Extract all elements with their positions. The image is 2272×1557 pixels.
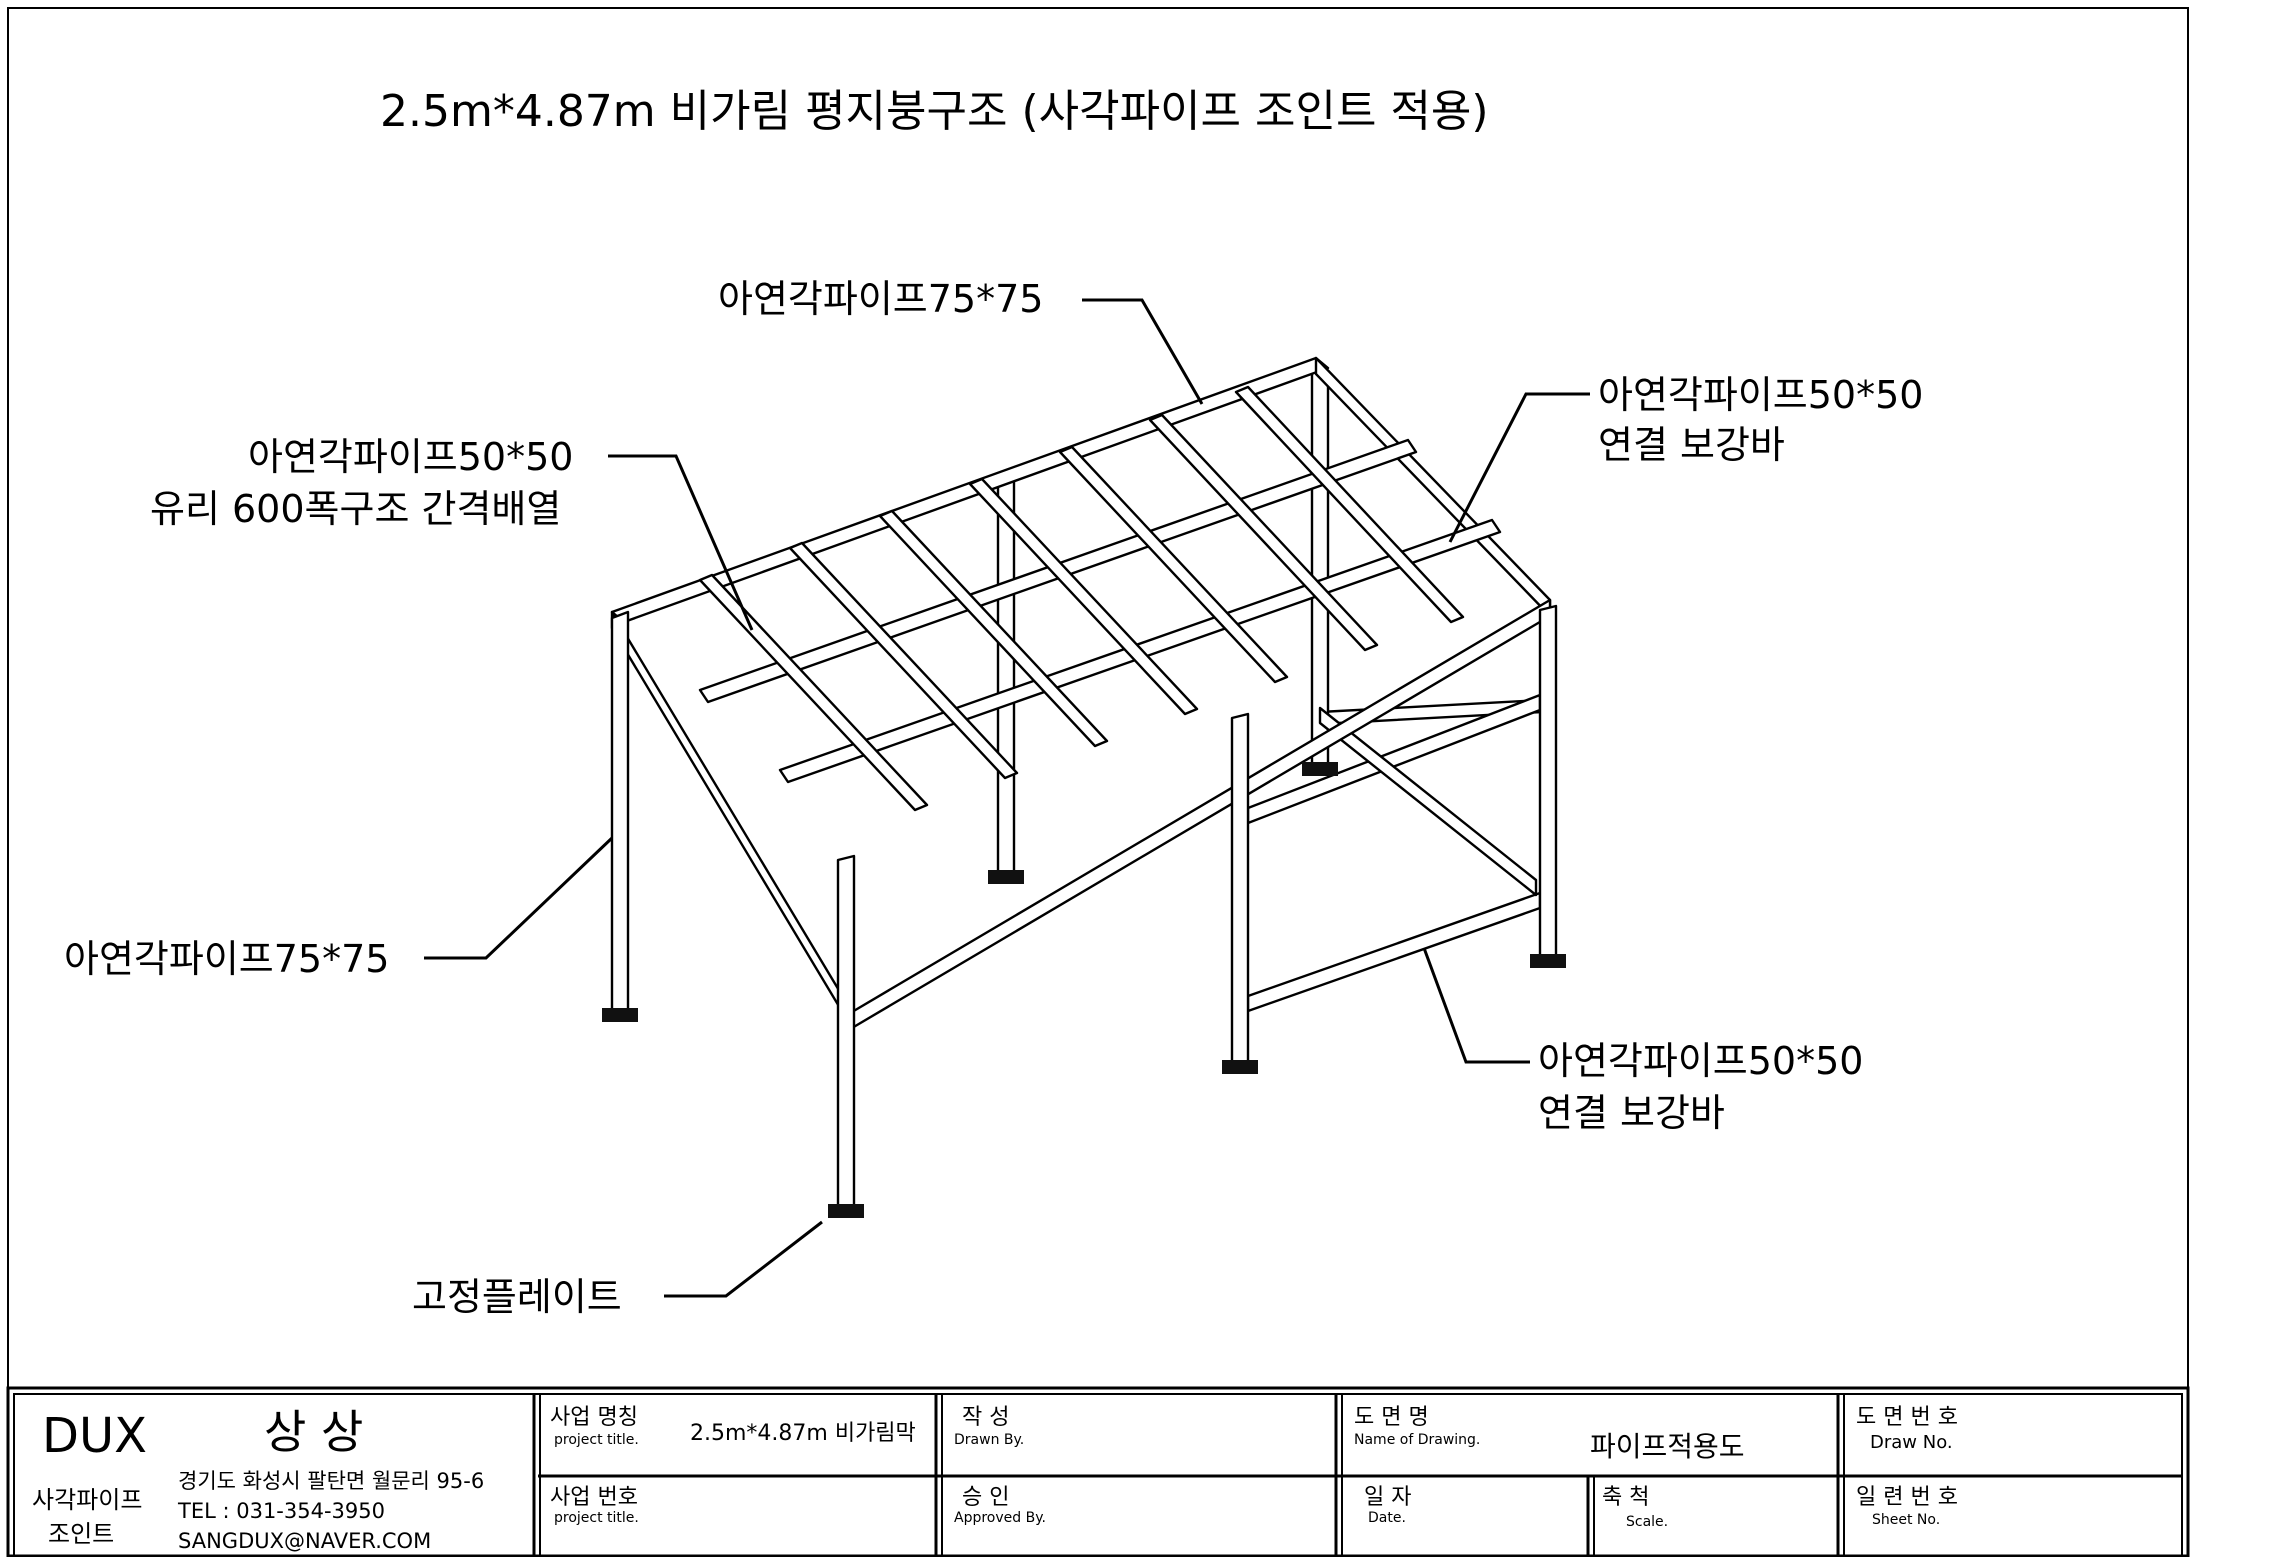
title-block: DUX 상 상 사각파이프 조인트 경기도 화성시 팔탄면 월문리 95-6 T… <box>6 1386 2190 1557</box>
roof-purlin-5 <box>1058 445 1289 684</box>
company-tel: TEL : 031-354-3950 <box>177 1499 385 1523</box>
leader-roof-purlin <box>608 454 754 631</box>
approved-label-en: Approved By. <box>954 1510 1046 1526</box>
callout-right-brace-line2: 연결 보강바 <box>1598 423 1785 467</box>
project-title-label-en: project title. <box>554 1432 639 1448</box>
roof-purlin-7 <box>1234 385 1465 624</box>
callout-right-brace-line1: 아연각파이프50*50 <box>1598 373 1923 417</box>
product-line1: 사각파이프 <box>32 1486 142 1514</box>
callout-top-beam: 아연각파이프75*75 <box>718 277 1043 321</box>
draw-no-label: 도 면 번 호 <box>1856 1405 1958 1430</box>
drawing-name-label-en: Name of Drawing. <box>1354 1432 1480 1448</box>
callout-lower-brace-line1: 아연각파이프50*50 <box>1538 1039 1863 1083</box>
leader-post <box>424 836 614 960</box>
drawing-name-value: 파이프적용도 <box>1590 1430 1745 1463</box>
callout-base-plate: 고정플레이트 <box>412 1275 622 1319</box>
company-address: 경기도 화성시 팔탄면 월문리 95-6 <box>178 1469 484 1493</box>
date-label: 일 자 <box>1364 1485 1411 1510</box>
base-plate-front-left <box>602 1008 638 1022</box>
rear-right-post <box>1310 370 1330 766</box>
scale-label-en: Scale. <box>1626 1514 1668 1530</box>
date-label-en: Date. <box>1368 1510 1406 1526</box>
callout-post: 아연각파이프75*75 <box>64 937 389 981</box>
project-no-label-en: project title. <box>554 1510 639 1526</box>
front-left-post <box>610 610 630 1012</box>
drawing-name-label: 도 면 명 <box>1354 1405 1429 1430</box>
roof-purlin-6 <box>1148 413 1379 652</box>
right-end-upper-diagonal <box>1318 706 1538 897</box>
roof-purlin-2 <box>788 541 1019 780</box>
leader-top-beam <box>1082 298 1204 405</box>
company-name: DUX <box>42 1408 147 1464</box>
sheet-no-label-en: Sheet No. <box>1872 1512 1940 1528</box>
project-no-label: 사업 번호 <box>550 1485 638 1510</box>
company-name-kr: 상 상 <box>264 1405 363 1459</box>
drawing-title: 2.5m*4.87m 비가림 평지붕구조 (사각파이프 조인트 적용) <box>380 86 1489 137</box>
base-plate-far-right <box>1530 954 1566 968</box>
project-title-value: 2.5m*4.87m 비가림막 <box>690 1421 916 1446</box>
roof-front-beam <box>610 610 854 1030</box>
leader-lower-brace <box>1422 947 1530 1064</box>
roof-purlin-1 <box>698 573 929 812</box>
base-plate-front-right <box>828 1204 864 1218</box>
callout-roof-purlin-line1: 아연각파이프50*50 <box>248 435 573 479</box>
scale-label: 축 척 <box>1602 1485 1649 1510</box>
drawn-label-en: Drawn By. <box>954 1432 1024 1448</box>
base-plate-rear-left <box>988 870 1024 884</box>
middle-right-post <box>1230 712 1250 1064</box>
sheet-border <box>7 7 2189 1557</box>
sheet-no-label: 일 련 번 호 <box>1856 1485 1958 1510</box>
right-side-lower-brace <box>1246 891 1542 1013</box>
product-line2: 조인트 <box>48 1520 114 1548</box>
far-right-post <box>1538 604 1558 958</box>
base-plate-middle-right <box>1222 1060 1258 1074</box>
approved-label: 승 인 <box>962 1485 1009 1510</box>
company-email: SANGDUX@NAVER.COM <box>178 1529 431 1553</box>
project-title-label: 사업 명칭 <box>550 1405 638 1430</box>
base-plate-rear-right <box>1302 762 1338 776</box>
leader-base-plate <box>664 1220 823 1298</box>
drawn-label: 작 성 <box>962 1405 1009 1430</box>
callout-roof-purlin-line2: 유리 600폭구조 간격배열 <box>150 487 561 531</box>
roof-purlin-3 <box>878 509 1109 748</box>
roof-purlin-4 <box>968 477 1199 716</box>
callout-lower-brace-line2: 연결 보강바 <box>1538 1091 1725 1135</box>
front-right-post <box>836 854 856 1208</box>
canopy-structure <box>602 356 1566 1218</box>
draw-no-label-en: Draw No. <box>1870 1432 1953 1453</box>
leader-right-brace <box>1448 392 1590 543</box>
rear-left-post <box>996 472 1016 874</box>
